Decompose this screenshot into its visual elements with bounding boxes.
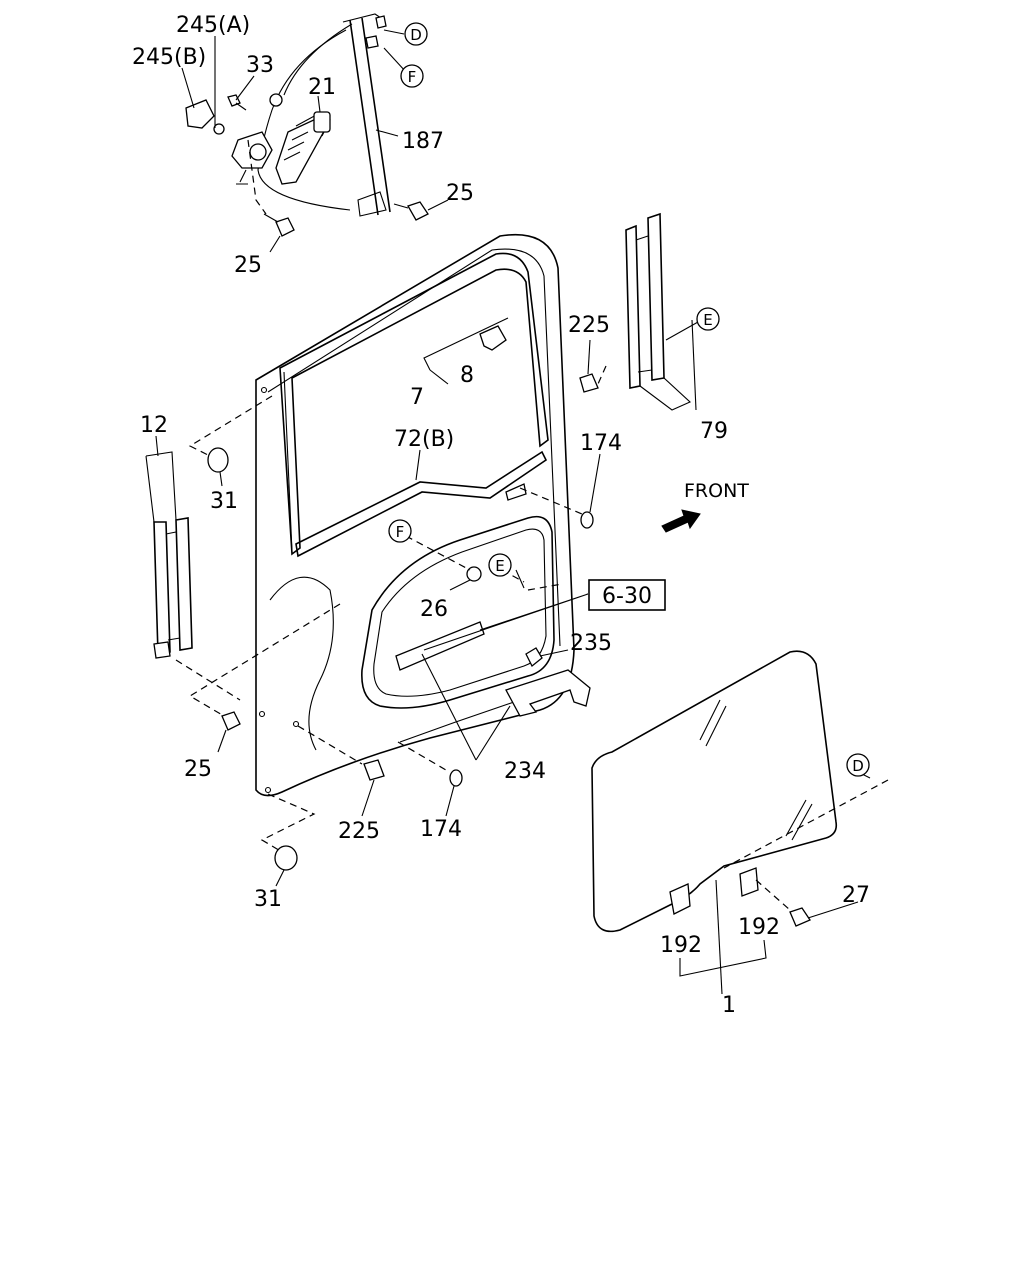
label-245b: 245(B) <box>132 45 206 70</box>
svg-text:E: E <box>495 557 504 575</box>
svg-text:E: E <box>703 311 712 329</box>
plug-174-top <box>580 511 594 529</box>
svg-text:F: F <box>408 68 417 86</box>
reference-box-6-30: 6-30 <box>588 579 666 611</box>
label-8: 8 <box>460 363 474 388</box>
callout-e-right: E <box>696 307 720 331</box>
label-27: 27 <box>842 883 870 908</box>
label-33: 33 <box>246 53 274 78</box>
label-174-top: 174 <box>580 431 622 456</box>
label-6-30: 6-30 <box>602 584 652 609</box>
plug-174-bottom <box>449 769 463 787</box>
bumper-31-bottom <box>274 845 298 871</box>
label-225-top: 225 <box>568 313 610 338</box>
label-26: 26 <box>420 597 448 622</box>
leader-lines <box>155 29 871 995</box>
callout-e-door: E <box>488 553 512 577</box>
label-12: 12 <box>140 413 168 438</box>
front-direction-indicator: FRONT <box>661 480 749 533</box>
bolt-25-bottom <box>221 711 241 731</box>
window-regulator-assembly <box>185 13 429 237</box>
label-192-right: 192 <box>738 915 780 940</box>
callout-f-door: F <box>388 519 412 543</box>
svg-text:D: D <box>852 757 864 775</box>
callout-f-top: F <box>400 64 424 88</box>
rear-glass-run-12 <box>145 451 193 659</box>
callout-d-glass: D <box>846 753 870 777</box>
label-174-bottom: 174 <box>420 817 462 842</box>
label-1: 1 <box>722 993 736 1018</box>
front-label: FRONT <box>684 480 749 502</box>
front-arrow-icon <box>661 509 701 533</box>
label-187: 187 <box>402 129 444 154</box>
label-245a: 245(A) <box>176 13 250 38</box>
label-25-top-right: 25 <box>446 181 474 206</box>
label-234: 234 <box>504 759 546 784</box>
bracket-234 <box>505 669 591 717</box>
label-192-left: 192 <box>660 933 702 958</box>
label-79: 79 <box>700 419 728 444</box>
part-labels: 245(A) 245(B) 33 21 187 25 25 225 8 7 79… <box>132 13 870 1018</box>
label-25-top-left: 25 <box>234 253 262 278</box>
label-225-bottom: 225 <box>338 819 380 844</box>
nut-26 <box>466 566 482 582</box>
door-glass <box>591 650 838 933</box>
door-inner-panel <box>255 233 575 797</box>
dashed-alignment-lines <box>175 139 889 911</box>
bolt-225-top <box>579 373 599 393</box>
label-21: 21 <box>308 75 336 100</box>
label-7: 7 <box>410 385 424 410</box>
front-glass-run-79 <box>625 212 691 411</box>
svg-text:F: F <box>396 523 405 541</box>
label-25-bottom: 25 <box>184 757 212 782</box>
bumper-31-top <box>207 447 229 473</box>
callout-d-top: D <box>404 22 428 46</box>
label-31-top: 31 <box>210 489 238 514</box>
label-31-bottom: 31 <box>254 887 282 912</box>
svg-text:D: D <box>410 26 422 44</box>
label-235: 235 <box>570 631 612 656</box>
label-72b: 72(B) <box>394 427 454 452</box>
bolt-235 <box>525 647 543 668</box>
bolt-225-bottom <box>363 759 385 781</box>
